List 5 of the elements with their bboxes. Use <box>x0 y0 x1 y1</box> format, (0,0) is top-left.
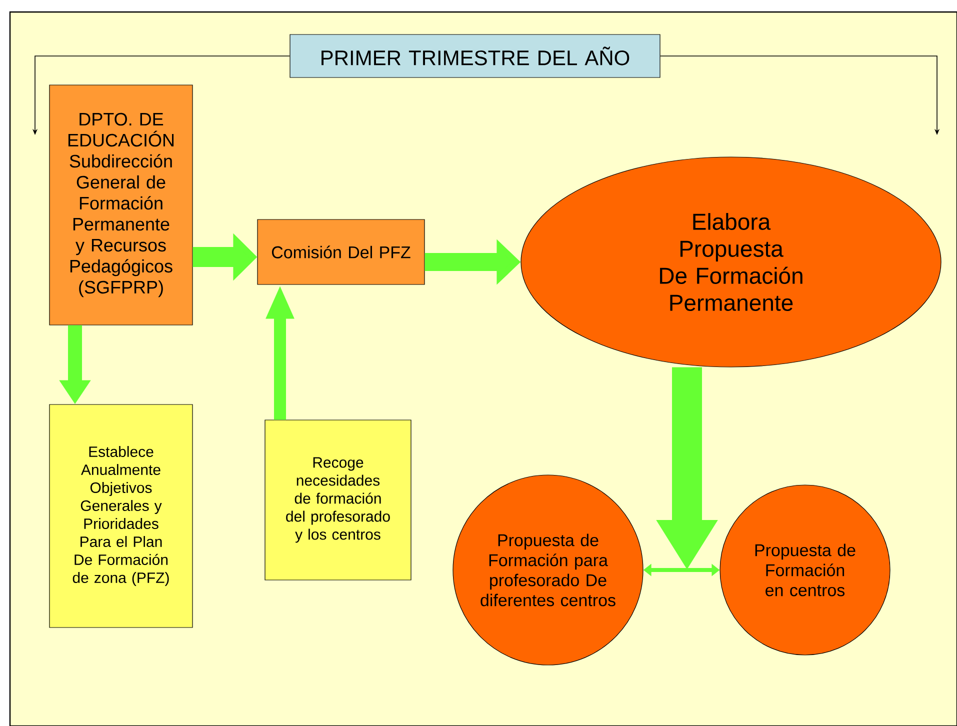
department-box: DPTO. DE EDUCACIÓN Subdirección General de Formación Permanente y Recursos Pedagógicos (SGFPRP) <box>49 84 193 326</box>
process-box: Comisión Del PFZ <box>257 219 425 285</box>
note-box: Recoge necesidades de formación del profesorado y los centros <box>264 420 412 580</box>
note-box: Establece Anualmente Objetivos Generales y Prioridades Para el Plan De Formación de zona (PFZ) <box>49 404 193 628</box>
title-box: PRIMER TRIMESTRE DEL AÑO <box>290 34 660 78</box>
